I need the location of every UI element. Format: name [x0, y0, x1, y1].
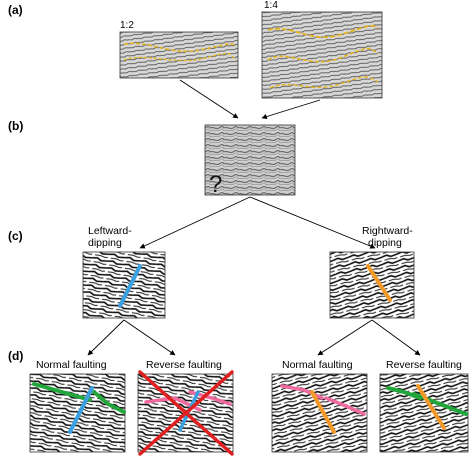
panel-label-d: (d)	[8, 349, 23, 363]
seismic-section-a-left	[119, 31, 239, 79]
caption-left-normal: Normal faulting	[36, 359, 107, 371]
seismic-section-c-right	[329, 251, 415, 319]
seismic-section-d-right-reverse	[379, 373, 469, 453]
seismic-section-d-left-normal	[29, 373, 126, 453]
arrow-b-to-right	[249, 196, 376, 249]
horizon-d-left-normal-a	[32, 382, 92, 402]
caption-leftward-1: Leftward-	[88, 225, 132, 237]
arrow-c-left-to-normal	[87, 319, 125, 356]
fault-line-d-left-normal	[68, 386, 94, 434]
scale-label-left: 1:2	[120, 20, 134, 31]
seismic-section-c-left	[82, 251, 166, 319]
caption-leftward-2: dipping	[88, 237, 122, 249]
arrow-c-right-to-normal	[317, 319, 373, 356]
horizon-d-right-normal-b	[324, 396, 366, 416]
fault-line-d-right-reverse	[416, 384, 446, 430]
caption-right-reverse: Reverse faulting	[386, 359, 462, 371]
scale-label-right: 1:4	[264, 0, 278, 11]
question-mark: ?	[209, 171, 222, 198]
panel-label-c: (c)	[8, 229, 23, 243]
arrow-b-to-left	[139, 196, 251, 249]
arrow-a-left-to-b	[179, 79, 239, 119]
seismic-section-b	[204, 124, 296, 196]
fault-line-c-right	[366, 264, 392, 302]
seismic-section-d-left-reverse	[137, 370, 234, 456]
seismic-section-d-right-normal	[271, 373, 368, 453]
seismic-section-a-right	[261, 11, 383, 99]
cross-out-mark-b	[138, 370, 234, 456]
fault-line-d-right-normal	[310, 390, 336, 434]
arrow-c-right-to-reverse	[371, 319, 421, 356]
arrow-a-right-to-b	[261, 99, 321, 120]
caption-rightward-2: dipping	[368, 237, 402, 249]
caption-rightward-1: Rightward-	[362, 225, 413, 237]
caption-right-normal: Normal faulting	[282, 359, 353, 371]
panel-label-b: (b)	[8, 119, 23, 133]
panel-label-a: (a)	[8, 3, 23, 17]
fault-line-c-left	[118, 264, 142, 308]
horizon-d-left-normal-b	[92, 390, 126, 414]
arrow-c-left-to-reverse	[123, 319, 176, 356]
caption-left-reverse: Reverse faulting	[146, 359, 222, 371]
